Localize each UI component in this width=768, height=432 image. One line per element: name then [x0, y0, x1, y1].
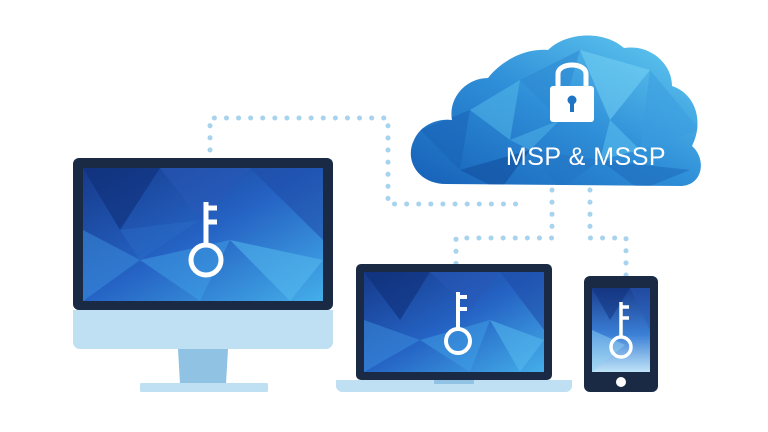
laptop — [336, 264, 572, 392]
desktop-monitor — [73, 158, 333, 392]
monitor-screen-pattern — [83, 168, 323, 301]
phone-home-button — [616, 377, 626, 387]
connection-line-laptop — [453, 187, 555, 269]
smartphone — [584, 276, 658, 392]
key-icon — [188, 202, 224, 278]
laptop-screen-pattern — [364, 272, 544, 372]
connection-lines — [207, 115, 629, 279]
cloud-label: MSP & MSSP — [506, 143, 666, 171]
key-icon — [444, 292, 472, 355]
connection-line-phone — [587, 187, 629, 279]
padlock-icon — [550, 62, 594, 122]
monitor-base — [140, 383, 268, 392]
laptop-notch — [434, 380, 474, 384]
connection-line-desktop — [207, 115, 519, 207]
laptop-base — [336, 380, 572, 392]
key-icon — [609, 302, 633, 359]
phone-screen-pattern — [592, 288, 650, 372]
monitor-stand — [178, 349, 228, 384]
msp-cloud: MSP & MSSP — [410, 35, 701, 186]
